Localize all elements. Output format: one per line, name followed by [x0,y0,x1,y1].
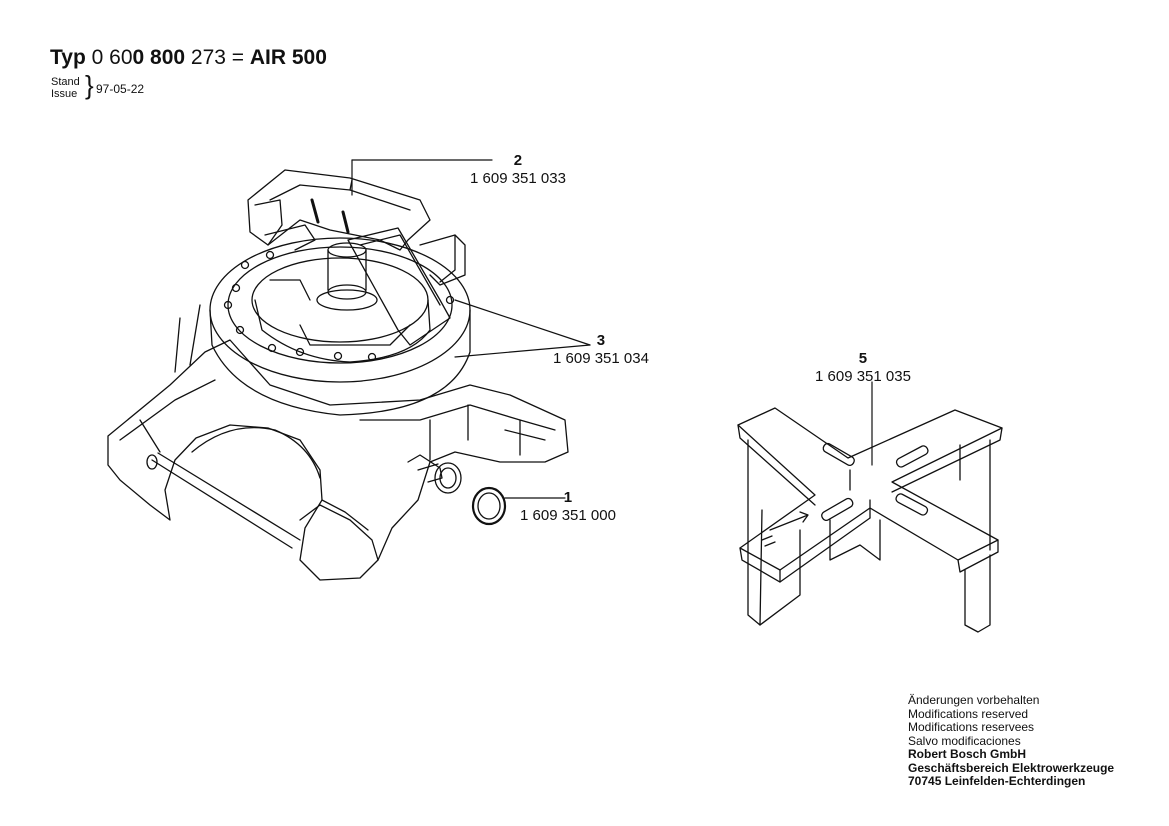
company-address: 70745 Leinfelden-Echterdingen [908,774,1086,788]
laser-base [107,304,569,581]
footer-line: Modifications reserved [908,706,1029,721]
type-number-prefix: 0 60 [91,46,133,69]
callout-number: 3 [596,332,606,349]
footer-notice: Änderungen vorbehalten Modifications res… [908,693,1115,789]
issue-date: 97-05-22 [96,82,145,96]
stand-label: Stand [51,76,80,88]
stand-issue-labels: Stand Issue [51,76,80,100]
callout-number: 5 [858,350,868,367]
model-name: AIR 500 [249,46,327,69]
callout-part-3: 3 1 609 351 034 [553,332,649,368]
part-number: 1 609 351 035 [815,368,911,385]
type-number-suffix: 273 = [185,46,250,69]
document-title: Typ 0 600 800 273 = AIR 500 [50,46,327,70]
leader-part-3-upper [454,299,591,346]
o-ring [471,486,507,526]
typ-label: Typ [50,46,86,69]
callout-part-1: 1 1 609 351 000 [520,489,616,525]
cross-stand [737,407,1003,633]
rotating-ring [209,237,471,416]
footer-line: Salvo modificaciones [908,733,1021,748]
division-name: Geschäftsbereich Elektrowerkzeuge [908,760,1115,775]
callout-number: 2 [513,152,523,169]
leader-lines [351,159,873,499]
part-number: 1 609 351 000 [520,507,616,524]
company-name: Robert Bosch GmbH [908,747,1027,761]
type-number-bold: 0 800 [132,46,186,69]
leader-part-3-lower [454,344,591,358]
footer-line: Modifications reservees [908,720,1035,734]
spindle [316,242,378,311]
footer-line: Änderungen vorbehalten [908,693,1040,707]
part-number: 1 609 351 033 [470,170,566,187]
callout-part-5: 5 1 609 351 035 [815,350,911,386]
issue-label: Issue [51,88,78,100]
callout-part-2: 2 1 609 351 033 [470,152,566,188]
callout-number: 1 [563,489,573,506]
part-number: 1 609 351 034 [553,350,649,367]
head-cover [247,169,466,346]
brace-glyph: } [85,70,94,100]
